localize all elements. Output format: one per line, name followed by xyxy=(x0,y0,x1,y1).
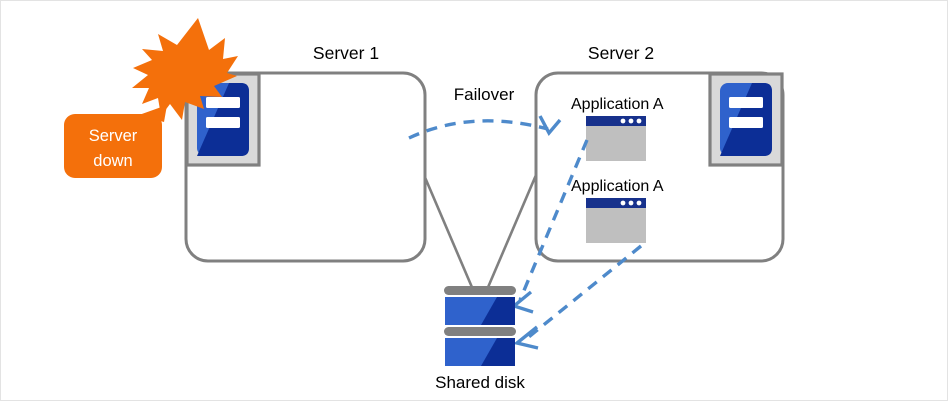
application-a-1-label: Application A xyxy=(571,96,664,113)
app-a-2-to-disk-arrow xyxy=(523,244,643,342)
app-a-2-to-disk-arrowhead-icon xyxy=(513,325,539,350)
server-down-line-2: down xyxy=(93,152,132,170)
lightning-burst-shape xyxy=(132,18,238,120)
failover-dashed-curve xyxy=(408,119,549,140)
app-to-disk-arrows xyxy=(510,139,643,350)
server-down-callout-tail xyxy=(139,105,167,122)
connector-server1-to-disk xyxy=(416,160,476,293)
app-window-dot-1 xyxy=(620,200,626,206)
shared-disk-group[interactable]: Shared disk xyxy=(435,286,525,392)
failover-label: Failover xyxy=(454,85,515,104)
app-a-1-to-disk-arrow xyxy=(518,139,589,301)
failover-arrow-group: Failover xyxy=(408,85,562,140)
app-window-dot-3 xyxy=(636,200,642,206)
server-down-line-1: Server xyxy=(89,127,138,145)
server-icon-bar-1 xyxy=(206,97,240,108)
app-window-dot-3 xyxy=(636,118,642,124)
server-icon-bar-1 xyxy=(729,97,763,108)
connector-server2-to-disk xyxy=(484,160,544,293)
server-1-label: Server 1 xyxy=(313,43,379,63)
server-icon xyxy=(708,72,784,167)
app-window-dot-1 xyxy=(620,118,626,124)
lightning-burst-icon xyxy=(132,18,238,120)
disk-platter-1 xyxy=(445,297,515,325)
application-a-2[interactable]: Application A xyxy=(571,178,664,243)
disk-platter-2-shade xyxy=(481,338,515,366)
app-window-titlebar xyxy=(586,198,646,208)
app-window-dot-2 xyxy=(628,118,634,124)
server-icon xyxy=(185,72,261,167)
app-window-icon[interactable] xyxy=(586,116,646,161)
application-a-2-label: Application A xyxy=(571,178,664,195)
server-down-badge[interactable] xyxy=(64,114,162,178)
server-icon-bar-2 xyxy=(206,117,240,128)
server-1-group[interactable]: Server 1 xyxy=(184,43,427,263)
failover-arrowhead-icon xyxy=(538,115,562,137)
server-icon-bar-2 xyxy=(729,117,763,128)
app-window-titlebar xyxy=(586,116,646,126)
disk-platter-2 xyxy=(445,338,515,366)
server-2-label: Server 2 xyxy=(588,43,654,63)
server-down-callout[interactable]: Server down xyxy=(64,105,167,178)
server-2-group[interactable]: Server 2 Application A xyxy=(534,43,785,263)
application-a-1[interactable]: Application A xyxy=(571,96,664,161)
app-window-icon[interactable] xyxy=(586,198,646,243)
disk-connector-lines xyxy=(416,160,544,293)
app-window-dot-2 xyxy=(628,200,634,206)
disk-cap-top xyxy=(444,286,516,295)
app-a-1-to-disk-arrowhead-icon xyxy=(510,290,534,314)
disk-platter-1-shade xyxy=(481,297,515,325)
disk-cap-middle xyxy=(444,327,516,336)
shared-disk-label: Shared disk xyxy=(435,373,525,392)
